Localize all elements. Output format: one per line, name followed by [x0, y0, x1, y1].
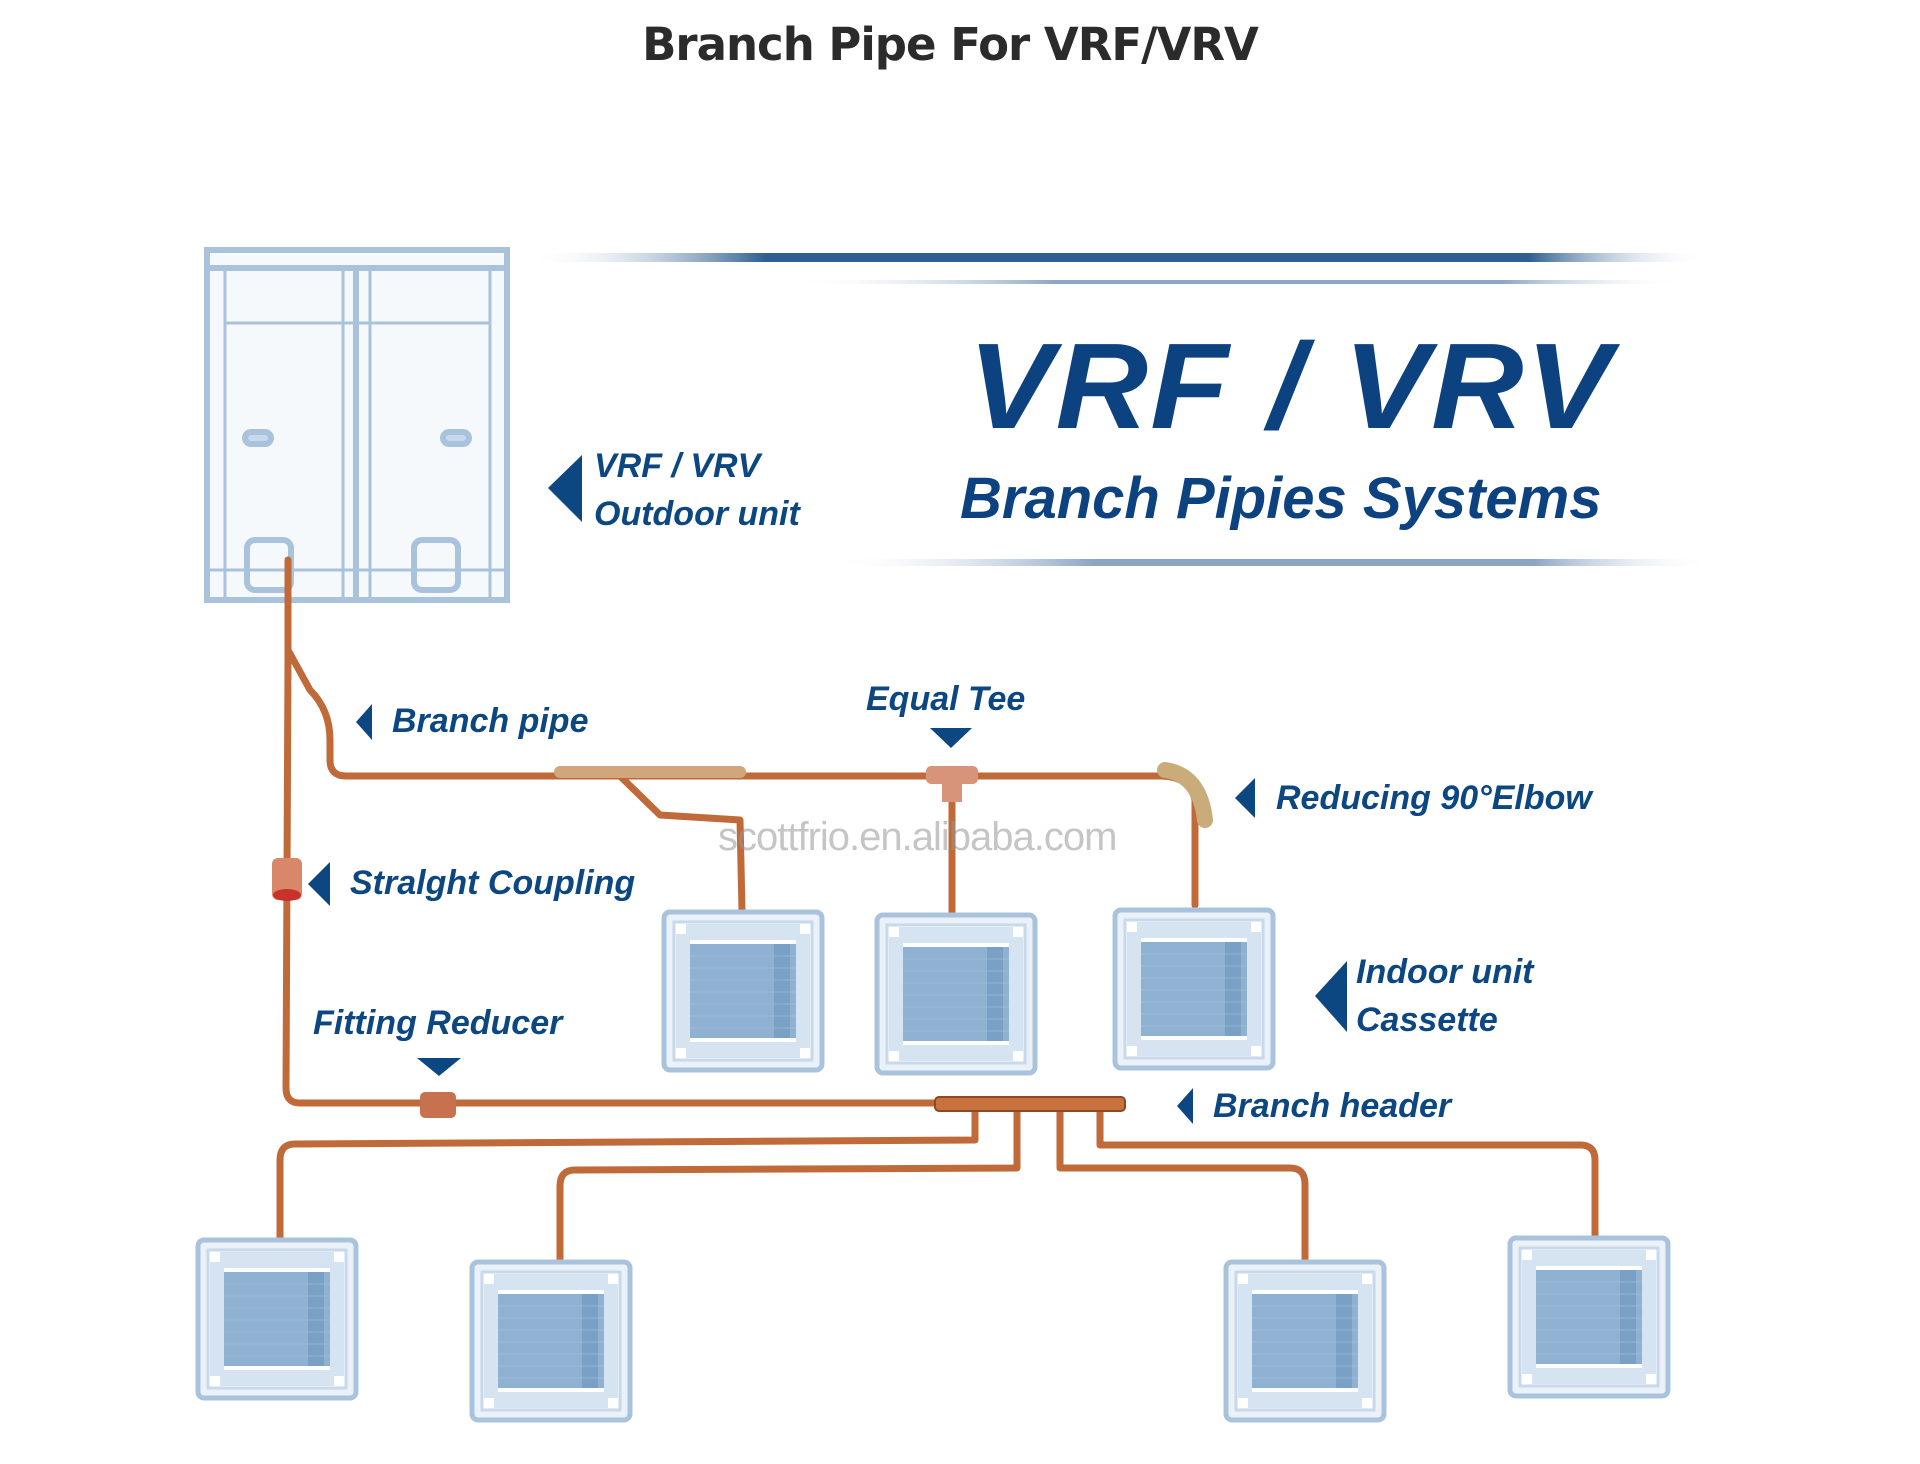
- label-straight-coupling: Stralght Coupling: [350, 864, 636, 902]
- arrow-left-icon: [1177, 1088, 1193, 1124]
- arrow-left-icon: [308, 862, 330, 906]
- banner-line-top-thin: [790, 280, 1680, 284]
- label-branch-header: Branch header: [1213, 1087, 1452, 1125]
- arrow-down-icon: [930, 728, 972, 748]
- label-outdoor-unit-line1: VRF / VRV: [594, 447, 761, 485]
- indoor-cassette: [198, 1240, 356, 1398]
- label-indoor-unit: Indoor unit Cassette: [1356, 948, 1534, 1044]
- straight-coupling-icon: [272, 858, 302, 900]
- indoor-cassette: [1115, 910, 1273, 1068]
- arrow-left-icon: [1235, 778, 1255, 818]
- page-title: Branch Pipe For VRF/VRV: [642, 18, 1259, 71]
- indoor-cassette: [877, 915, 1035, 1073]
- label-indoor-unit-line2: Cassette: [1356, 1001, 1498, 1039]
- label-fitting-reducer: Fitting Reducer: [313, 1004, 563, 1042]
- outdoor-unit-icon: [204, 247, 510, 603]
- reducing-elbow-icon: [1157, 762, 1213, 828]
- label-indoor-unit-line1: Indoor unit: [1356, 953, 1534, 991]
- label-equal-tee: Equal Tee: [866, 680, 1026, 718]
- arrow-left-icon: [356, 704, 372, 740]
- equal-tee-icon: [926, 766, 978, 784]
- label-reducing-elbow: Reducing 90°Elbow: [1276, 779, 1592, 817]
- branch-header-icon: [934, 1096, 1126, 1112]
- label-outdoor-unit: VRF / VRV Outdoor unit: [594, 442, 800, 538]
- fitting-reducer-icon: [420, 1092, 456, 1118]
- arrow-left-icon: [1315, 961, 1347, 1032]
- arrow-left-icon: [548, 455, 582, 522]
- watermark: scottfrio.en.alibaba.com: [718, 815, 1117, 859]
- arrow-down-icon: [417, 1058, 461, 1076]
- label-branch-pipe: Branch pipe: [392, 702, 589, 740]
- label-outdoor-unit-line2: Outdoor unit: [594, 495, 800, 533]
- banner-heading: VRF / VRV: [968, 318, 1614, 454]
- indoor-cassette: [472, 1262, 630, 1420]
- indoor-cassette: [1226, 1262, 1384, 1420]
- banner-line-bottom: [830, 559, 1710, 566]
- banner-subheading: Branch Pipies Systems: [960, 466, 1602, 531]
- indoor-cassette: [664, 912, 822, 1070]
- banner-line-top: [530, 253, 1705, 262]
- indoor-cassette: [1510, 1238, 1668, 1396]
